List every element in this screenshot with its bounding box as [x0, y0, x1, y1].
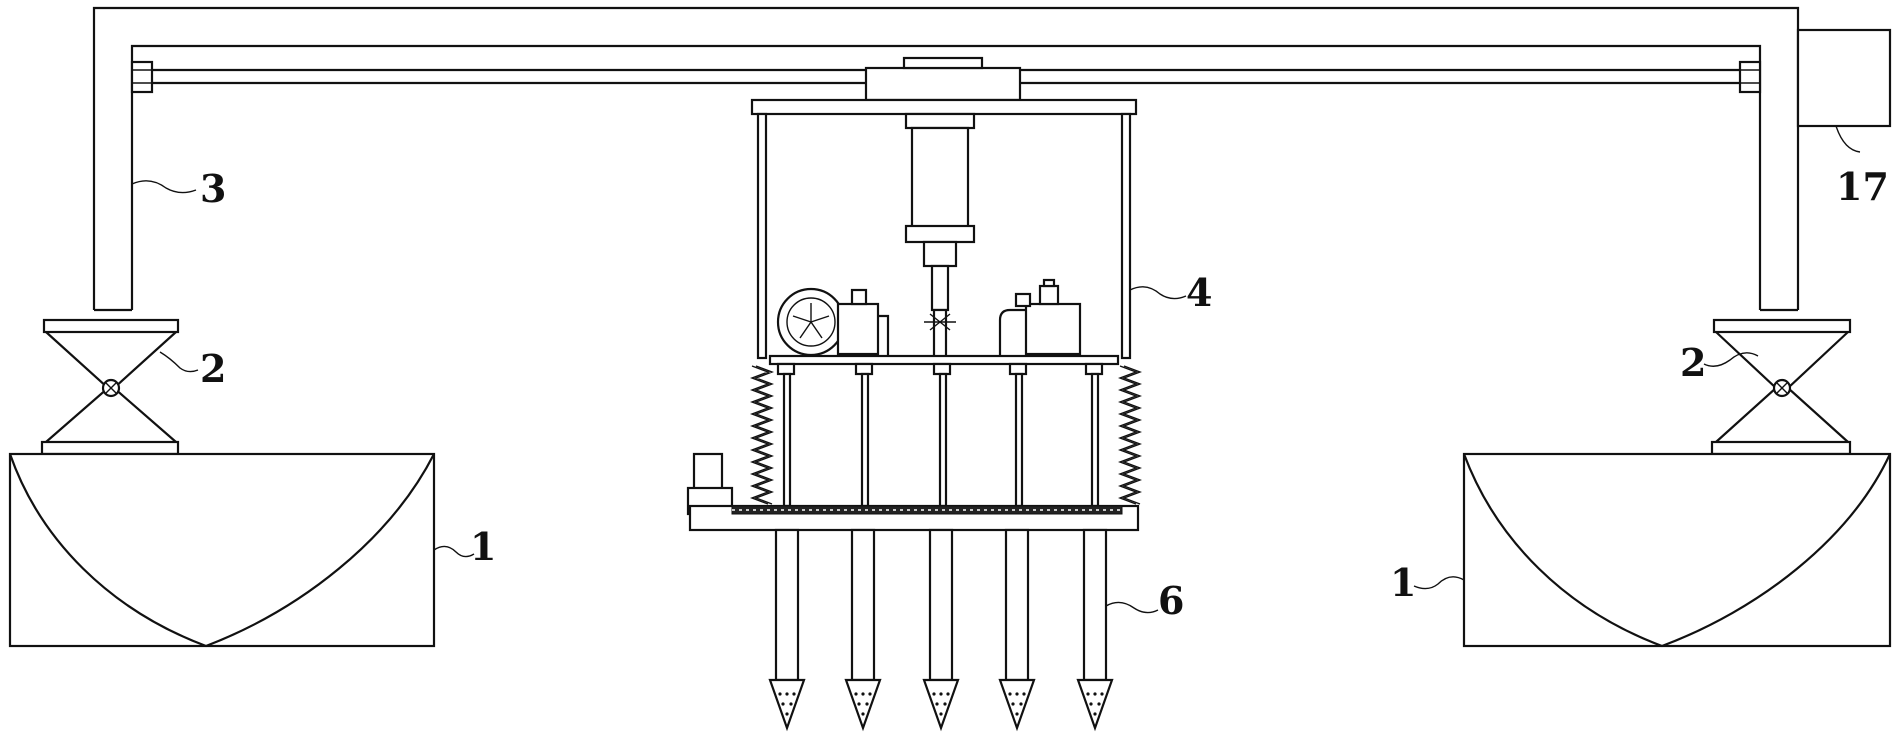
- label-2-left: 2: [200, 346, 226, 391]
- label-3: 3: [200, 166, 226, 211]
- label-6: 6: [1158, 578, 1184, 623]
- shafts: [776, 362, 1104, 508]
- lower-plate: [688, 504, 1140, 532]
- spring-left: [750, 365, 774, 505]
- pump-right: [998, 278, 1082, 356]
- fan-icon: [792, 303, 830, 339]
- label-2-right: 2: [1680, 340, 1706, 385]
- label-4: 4: [1186, 270, 1212, 315]
- label-1-left: 1: [470, 524, 496, 569]
- right-hull: [1462, 452, 1892, 648]
- right-valve: [1710, 318, 1852, 456]
- spring-right: [1118, 365, 1142, 505]
- part-labels: 3 2 1 4 6 17 2 1: [200, 164, 1889, 623]
- label-17: 17: [1836, 164, 1889, 209]
- drill-rods: [768, 528, 1114, 732]
- carriage: [864, 56, 1022, 102]
- label-1-right: 1: [1390, 560, 1416, 605]
- leader-lines: [131, 125, 1861, 614]
- left-hull: [8, 452, 436, 648]
- pump-left: [776, 287, 890, 357]
- overhead-frame: [92, 6, 1800, 312]
- hanging-frame: [750, 98, 1138, 360]
- upper-platform: [768, 278, 1120, 366]
- control-box: [1796, 28, 1892, 128]
- left-valve: [40, 318, 180, 456]
- coupling-icon: [924, 313, 956, 331]
